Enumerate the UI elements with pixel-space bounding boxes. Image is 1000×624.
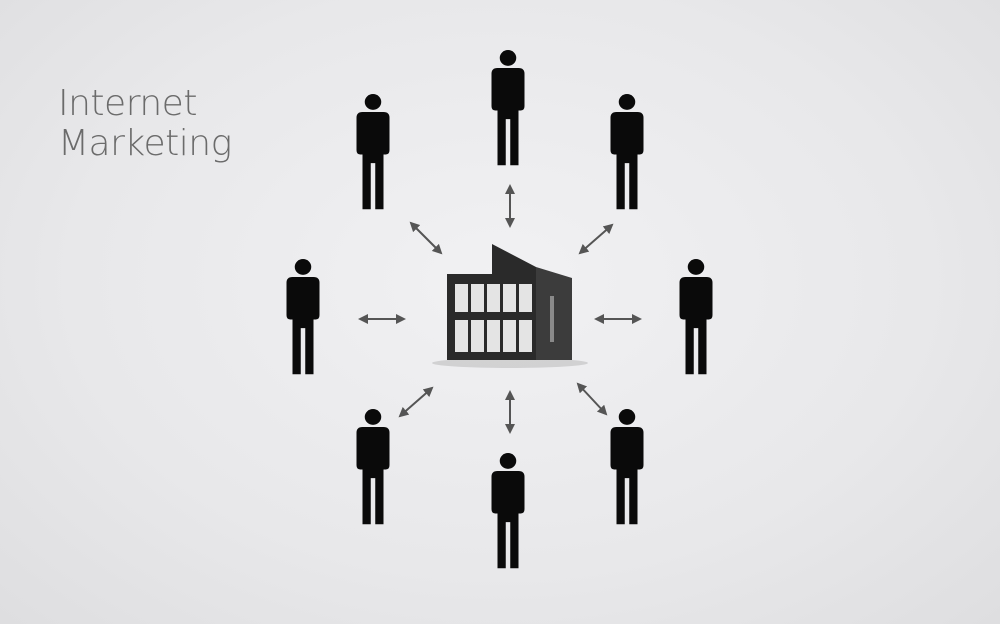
person-icon-top-left [356,94,390,210]
slide-title: Internet Marketing [58,84,232,164]
arrow-icon-bottom-left [398,386,434,418]
arrow-icon-top-right [578,223,614,255]
person-icon-right [679,259,713,375]
person-icon-bottom [491,453,525,569]
person-icon-bottom-left [356,409,390,525]
arrow-icon-top-left [409,221,443,255]
person-icon-bottom-right [610,409,644,525]
person-icon-top [491,50,525,166]
company-building-icon [432,244,588,368]
arrow-icon-bottom-right [576,382,608,416]
person-icon-left [286,259,320,375]
title-line-2: Marketing [58,123,232,164]
title-line-1: Internet [58,83,197,124]
person-icon-top-right [610,94,644,210]
